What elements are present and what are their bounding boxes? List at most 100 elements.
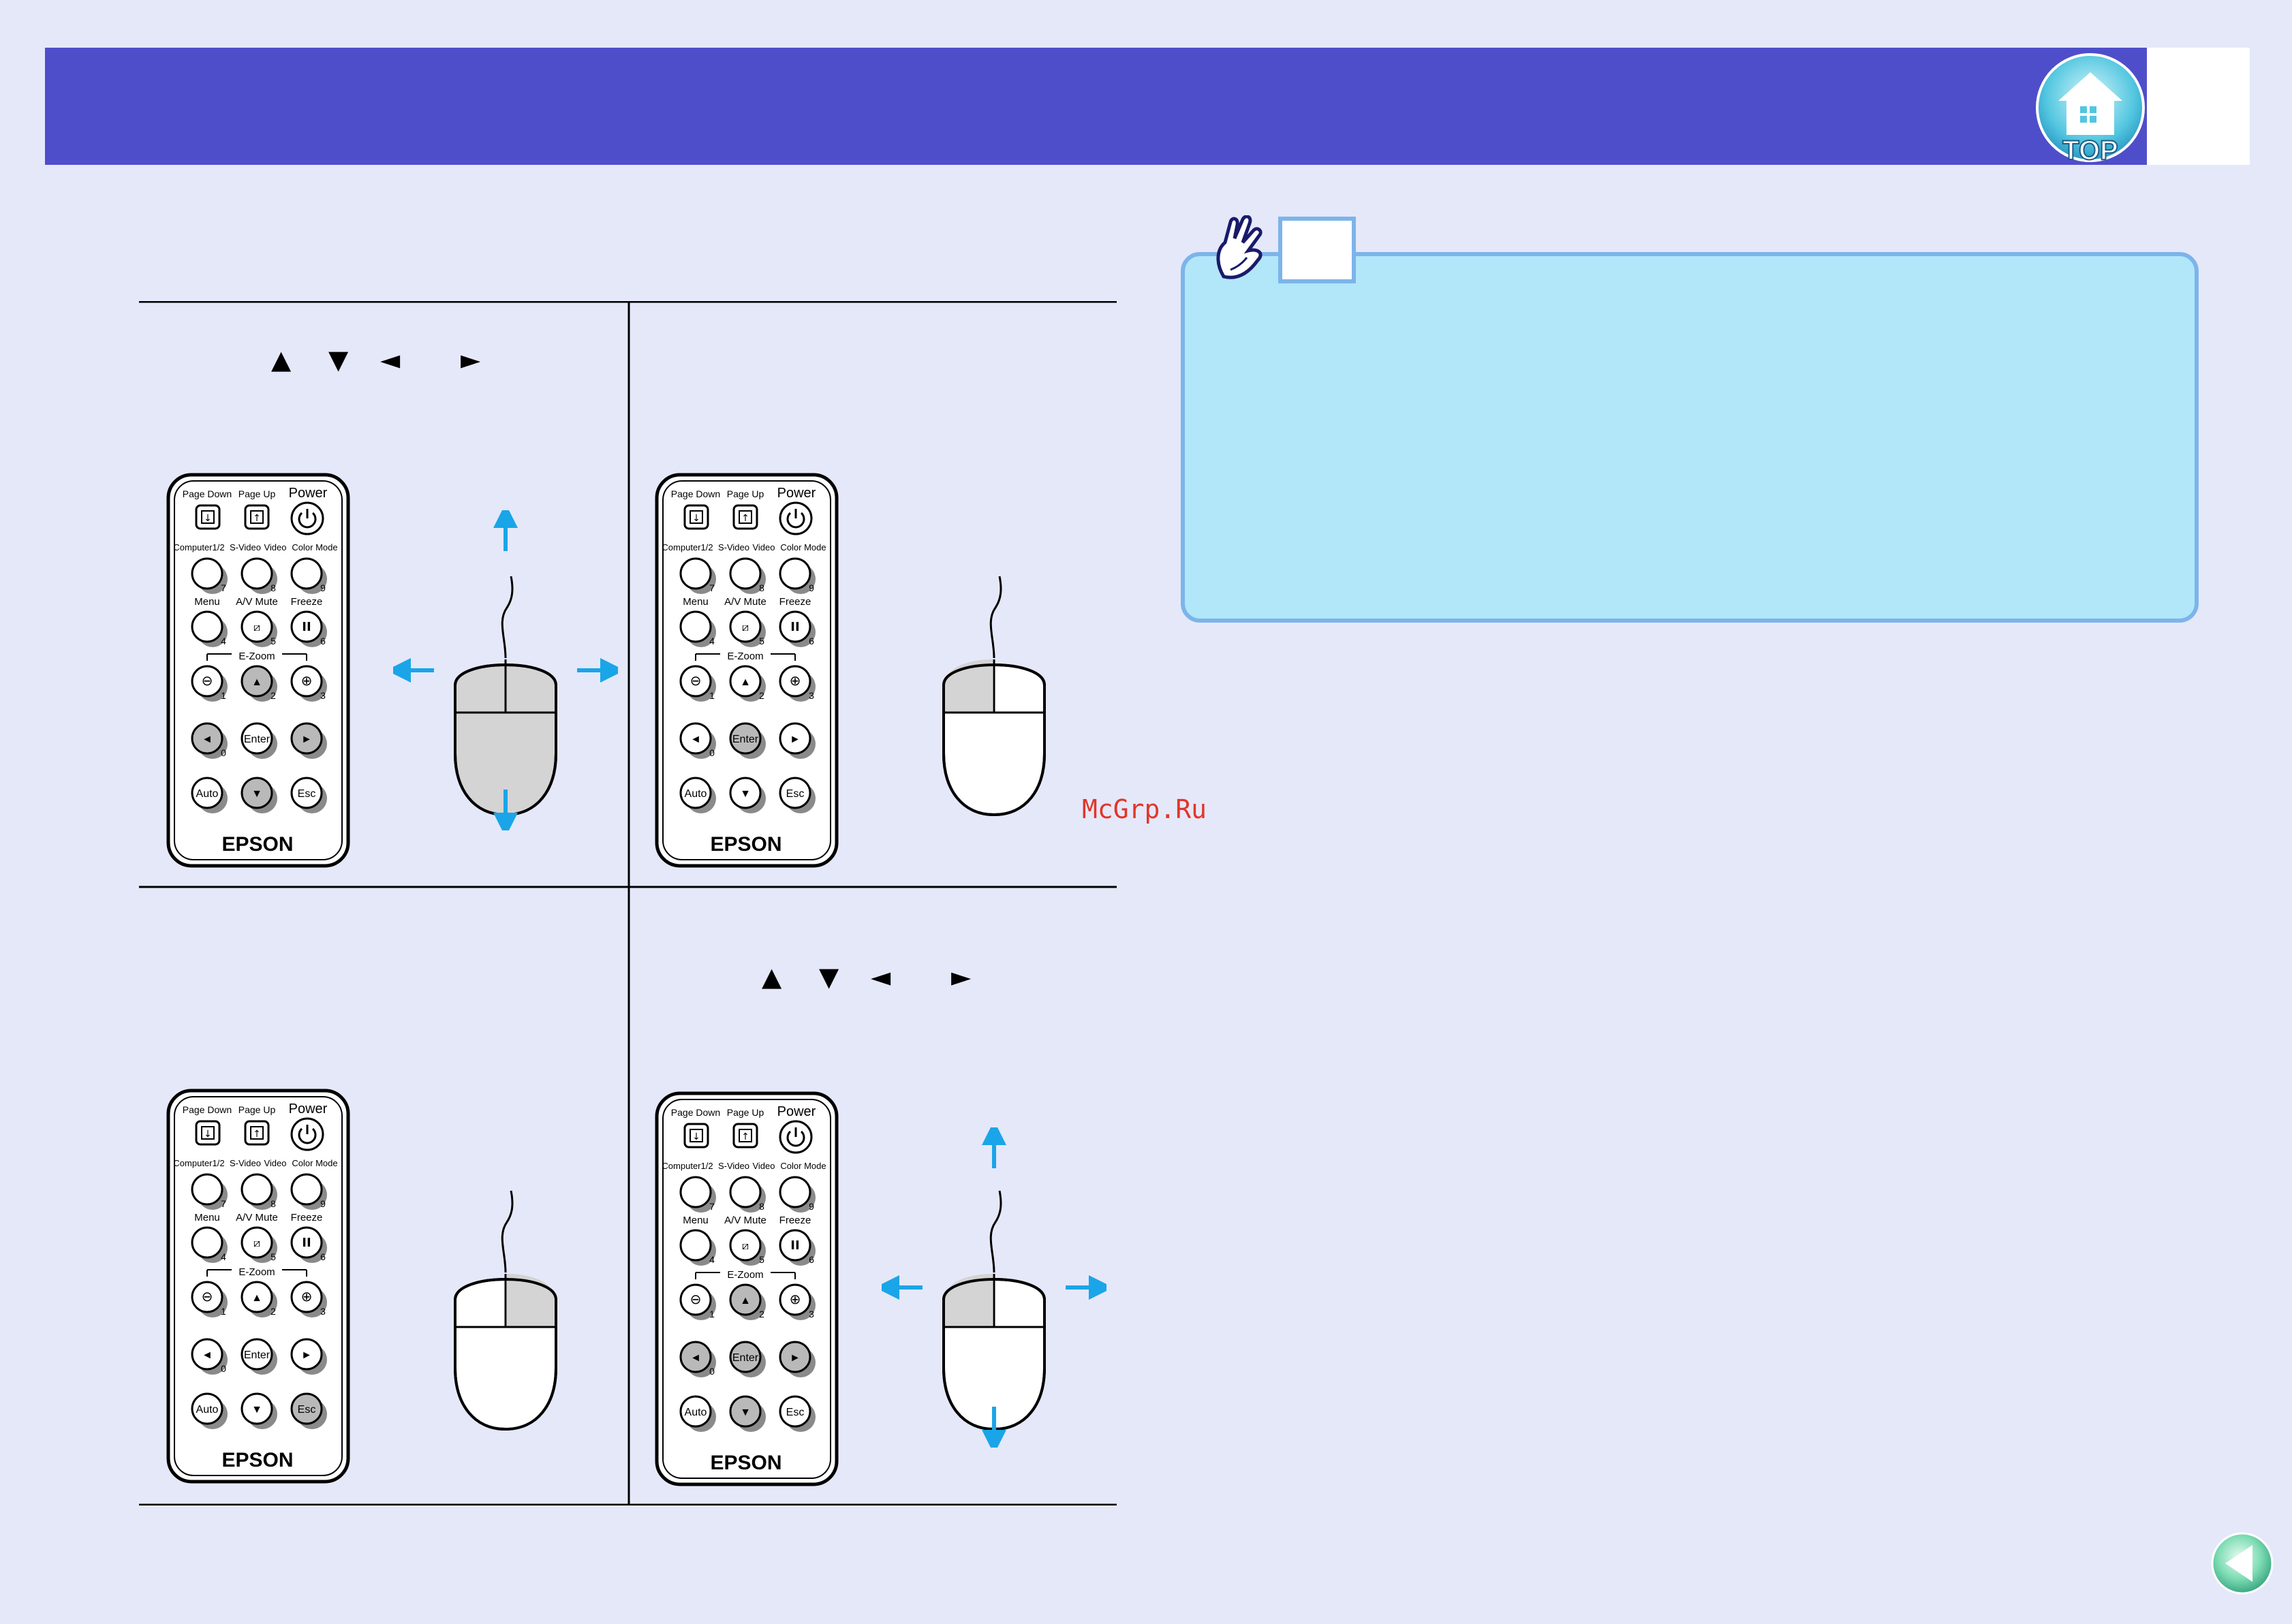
av-mute-label: A/V Mute [236, 596, 278, 608]
svg-text:⧄: ⧄ [742, 621, 749, 634]
svg-text:↓: ↓ [204, 1129, 212, 1140]
key-auto: Auto [679, 777, 716, 813]
key-down: ▼ [241, 1392, 277, 1429]
key-enter-glyph: Enter [244, 734, 270, 745]
key-right-glyph: ► [301, 734, 312, 745]
key-4: 4 [679, 1229, 716, 1266]
svg-text:↑: ↑ [253, 513, 261, 524]
key-auto-glyph: Auto [685, 1407, 707, 1418]
key-down-glyph: ▼ [740, 788, 751, 800]
key-down: ▼ [729, 777, 766, 813]
video-label: Video [264, 1158, 286, 1168]
computer-label: Computer1/2 [173, 542, 224, 552]
key-right-glyph: ► [790, 734, 801, 745]
svideo-label: S-Video [230, 1158, 261, 1168]
av-mute-label: A/V Mute [236, 1212, 278, 1223]
e-zoom-label: E-Zoom [238, 651, 275, 662]
key-2-up-digit: 2 [759, 1309, 764, 1320]
key-3-zoom-in-digit: 3 [320, 690, 326, 701]
key-1-zoom-out: 1 [679, 1283, 716, 1320]
freeze-label: Freeze [291, 1212, 323, 1223]
key-esc-glyph: Esc [298, 788, 316, 800]
page-down-label: Page Down [183, 1104, 232, 1115]
epson-brand: EPSON [221, 1449, 293, 1471]
svg-text:↓: ↓ [204, 513, 212, 524]
header-corner [2147, 48, 2250, 165]
key-8: 8 [241, 1173, 277, 1210]
key-4: 4 [679, 610, 716, 647]
key-3-zoom-in-digit: 3 [320, 1306, 326, 1317]
menu-label: Menu [683, 1215, 709, 1226]
key-0-left-digit: 0 [221, 747, 226, 758]
svg-text:↑: ↑ [741, 513, 749, 524]
key-auto-glyph: Auto [685, 788, 707, 800]
video-label: Video [264, 542, 286, 552]
key-down: ▼ [729, 1395, 766, 1432]
key-6-freeze-digit: 6 [809, 636, 814, 646]
down-arrow-glyph: ▼ [328, 345, 349, 375]
key-3-zoom-in: 3 [779, 665, 816, 702]
key-right-glyph: ► [790, 1352, 801, 1364]
key-5-av-mute: 5 [241, 1226, 277, 1263]
av-mute-label: A/V Mute [724, 1215, 766, 1226]
key-9-digit: 9 [809, 1201, 814, 1212]
key-7: 7 [679, 557, 716, 594]
key-9-digit: 9 [320, 582, 326, 593]
key-2-up-glyph: ▲ [251, 676, 262, 688]
key-6-freeze: 6 [290, 610, 327, 647]
e-zoom-label: E-Zoom [727, 651, 763, 662]
arrow-keys-row-1: ▲ ▼ ◄ ► [271, 345, 496, 379]
svg-text:⊕: ⊕ [790, 672, 801, 689]
key-6-freeze-digit: 6 [809, 1254, 814, 1265]
key-enter-glyph: Enter [732, 734, 759, 745]
key-enter: Enter [729, 722, 766, 759]
key-right-glyph: ► [301, 1349, 312, 1361]
remote-control: Page Down Page Up Power Computer1/2 S-Vi… [166, 1089, 350, 1484]
color-mode-label: Color Mode [780, 542, 826, 552]
key-5-av-mute: 5 [729, 610, 766, 647]
key-6-freeze: 6 [779, 610, 816, 647]
back-button[interactable] [2209, 1530, 2276, 1597]
freeze-label: Freeze [779, 1215, 811, 1226]
key-right: ► [290, 722, 327, 759]
svg-text:⊖: ⊖ [202, 1288, 213, 1305]
key-7: 7 [679, 1176, 716, 1213]
svg-text:II: II [302, 1236, 311, 1250]
video-label: Video [752, 542, 775, 552]
key-7-digit: 7 [221, 582, 226, 593]
svideo-label: S-Video [718, 542, 749, 552]
key-enter-glyph: Enter [732, 1352, 759, 1364]
page-down-label: Page Down [183, 488, 232, 499]
key-2-up: ▲2 [729, 1283, 766, 1320]
back-arrow-icon [2225, 1545, 2252, 1582]
key-enter-glyph: Enter [244, 1349, 270, 1361]
freeze-label: Freeze [291, 596, 323, 608]
power-label: Power [777, 1104, 816, 1119]
key-5-av-mute: 5 [729, 1229, 766, 1266]
key-auto-glyph: Auto [196, 1404, 219, 1416]
arrow-keys-row-2: ▲ ▼ ◄ ► [762, 962, 987, 996]
epson-brand: EPSON [710, 833, 781, 856]
key-esc-glyph: Esc [298, 1404, 316, 1416]
key-8: 8 [241, 557, 277, 594]
key-esc: Esc [779, 777, 816, 813]
key-8: 8 [729, 1176, 766, 1213]
svg-text:↓: ↓ [692, 1131, 700, 1142]
key-esc-glyph: Esc [786, 1407, 805, 1418]
watermark: McGrp.Ru [1082, 794, 1207, 824]
menu-label: Menu [683, 596, 709, 608]
svideo-label: S-Video [718, 1161, 749, 1171]
down-arrow-glyph: ▼ [819, 962, 839, 992]
key-auto: Auto [191, 1392, 228, 1429]
page-up-label: Page Up [727, 1107, 764, 1118]
top-button[interactable]: TOP [2034, 52, 2147, 168]
key-7-digit: 7 [709, 582, 715, 593]
key-0-left-glyph: ◄ [202, 1349, 213, 1361]
up-arrow-glyph: ▲ [762, 962, 782, 992]
key-7-digit: 7 [709, 1201, 715, 1212]
svg-text:⊖: ⊖ [690, 1291, 702, 1307]
header-bar [45, 48, 2147, 165]
page-down-label: Page Down [671, 1107, 720, 1118]
mouse-illustration [454, 1190, 557, 1431]
key-2-up-glyph: ▲ [740, 1295, 751, 1307]
